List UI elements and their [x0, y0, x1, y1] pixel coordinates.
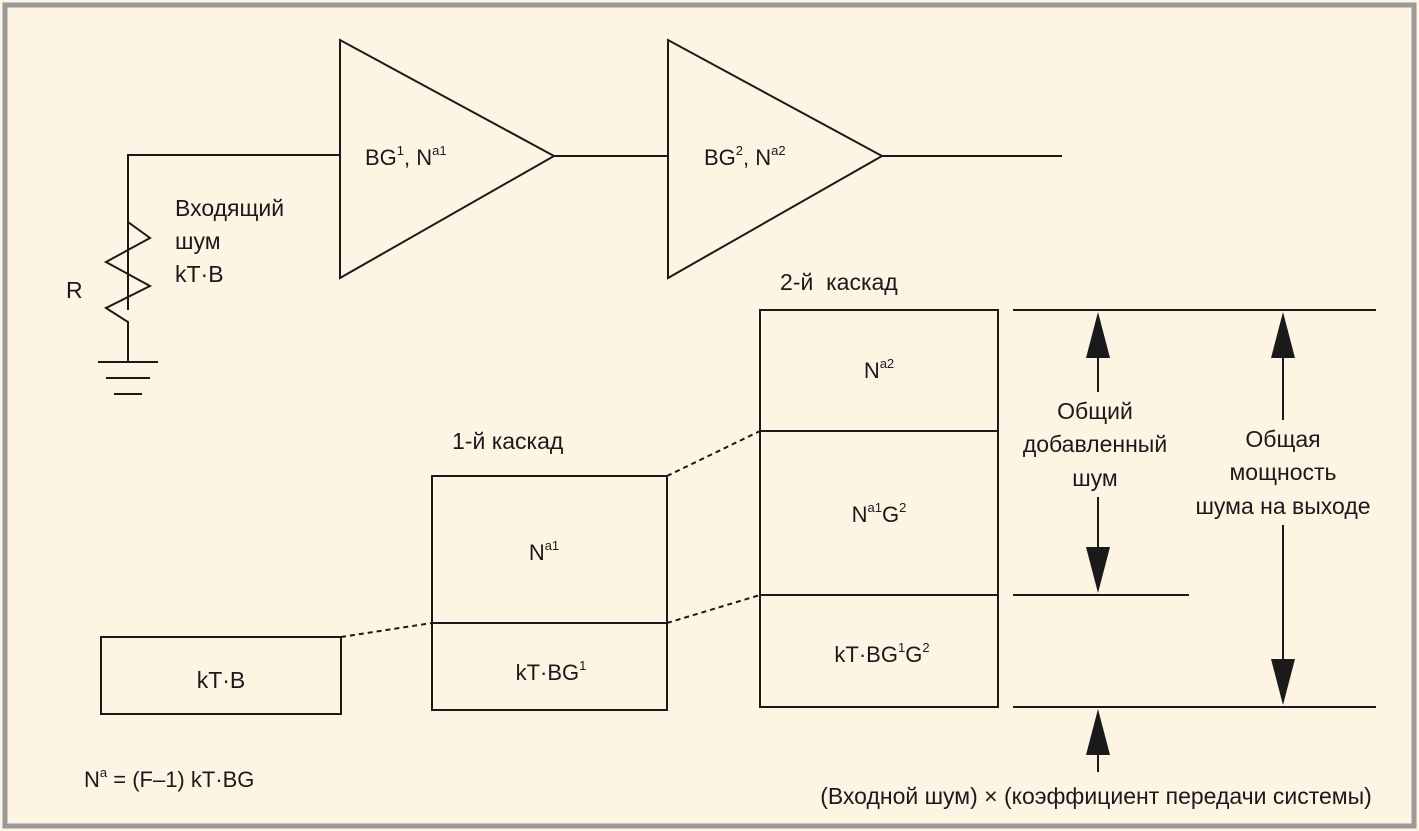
added-noise-label-line3: шум: [1072, 465, 1118, 491]
input-noise-label-line1: Входящий: [175, 195, 284, 221]
input-noise-box-label: kT·B: [197, 667, 246, 693]
total-noise-arrowhead-down: [1271, 659, 1295, 705]
stage2-title: 2-й каскад: [780, 269, 898, 295]
stage2-signal-label: kT·BG1G2: [834, 640, 929, 667]
total-noise-label-line2: мощность: [1229, 459, 1336, 485]
total-noise-label-line3: шума на выходе: [1195, 493, 1370, 519]
input-noise-box: [100, 636, 342, 715]
amplifier-2: [667, 38, 885, 280]
stage1-noise-label: Na1: [529, 538, 559, 565]
stage1-title: 1-й каскад: [452, 428, 564, 454]
input-wire: [127, 154, 340, 310]
added-noise-arrowhead-up: [1086, 312, 1110, 358]
input-noise-label-line2: шум: [175, 228, 221, 254]
amplifier-1-label: BG1, Na1: [365, 143, 447, 170]
stage2-noise-label: Na2: [864, 356, 894, 383]
amplifier-1: [339, 38, 557, 280]
resistor-symbol: [103, 208, 153, 335]
bottom-caption: (Входной шум) × (коэффициент передачи си…: [820, 783, 1372, 809]
input-noise-label-line3: kT·B: [175, 261, 224, 287]
stage1-signal-label: kT·BG1: [516, 658, 587, 685]
added-noise-arrowhead-down: [1086, 547, 1110, 593]
noise-formula: Na = (F–1) kT·BG: [84, 765, 254, 792]
added-noise-label-line2: добавленный: [1023, 431, 1167, 457]
stage2-box: [759, 309, 999, 708]
bottom-arrowhead-up: [1086, 709, 1110, 755]
total-noise-arrowhead-up: [1271, 312, 1295, 358]
added-noise-label-line1: Общий: [1057, 398, 1133, 424]
connector-input-to-stage1: [340, 622, 433, 638]
connector-stage1-mid-to-stage2: [666, 594, 761, 624]
amplifier-2-label: BG2, Na2: [704, 143, 786, 170]
stage1-box: [431, 475, 668, 711]
total-noise-label-line1: Общая: [1245, 426, 1320, 452]
stage2-mid-label: Na1G2: [852, 500, 907, 527]
resistor-label: R: [66, 277, 83, 303]
